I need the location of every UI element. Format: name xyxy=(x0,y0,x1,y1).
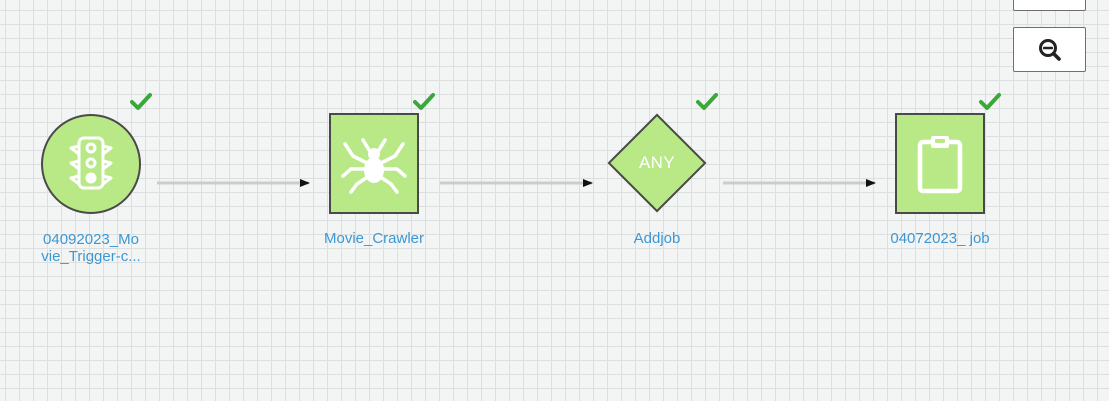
success-check-icon xyxy=(979,93,1001,110)
success-check-icon xyxy=(696,93,718,110)
node-crawler[interactable] xyxy=(329,113,419,214)
zoom-out-icon xyxy=(1038,38,1061,61)
traffic-light-icon xyxy=(69,136,113,190)
success-check-icon xyxy=(413,93,435,110)
condition-any-text: ANY xyxy=(639,152,675,172)
node-label-trigger-line2: vie_Trigger-c... xyxy=(41,248,141,265)
zoom-in-button[interactable] xyxy=(1013,0,1086,11)
spider-icon xyxy=(341,137,407,194)
clipboard-icon xyxy=(917,135,963,193)
node-job[interactable] xyxy=(895,113,985,214)
node-trigger[interactable] xyxy=(41,114,141,214)
node-label-crawler[interactable]: Movie_Crawler xyxy=(323,230,425,247)
node-label-addjob[interactable]: Addjob xyxy=(633,230,681,247)
zoom-out-button[interactable] xyxy=(1013,27,1086,72)
node-label-trigger-line1: 04092023_Mo xyxy=(43,231,139,248)
node-label-job[interactable]: 04072023_ job xyxy=(890,230,990,247)
success-check-icon xyxy=(130,93,152,110)
node-label-trigger[interactable]: 04092023_Mo vie_Trigger-c... xyxy=(20,231,162,265)
